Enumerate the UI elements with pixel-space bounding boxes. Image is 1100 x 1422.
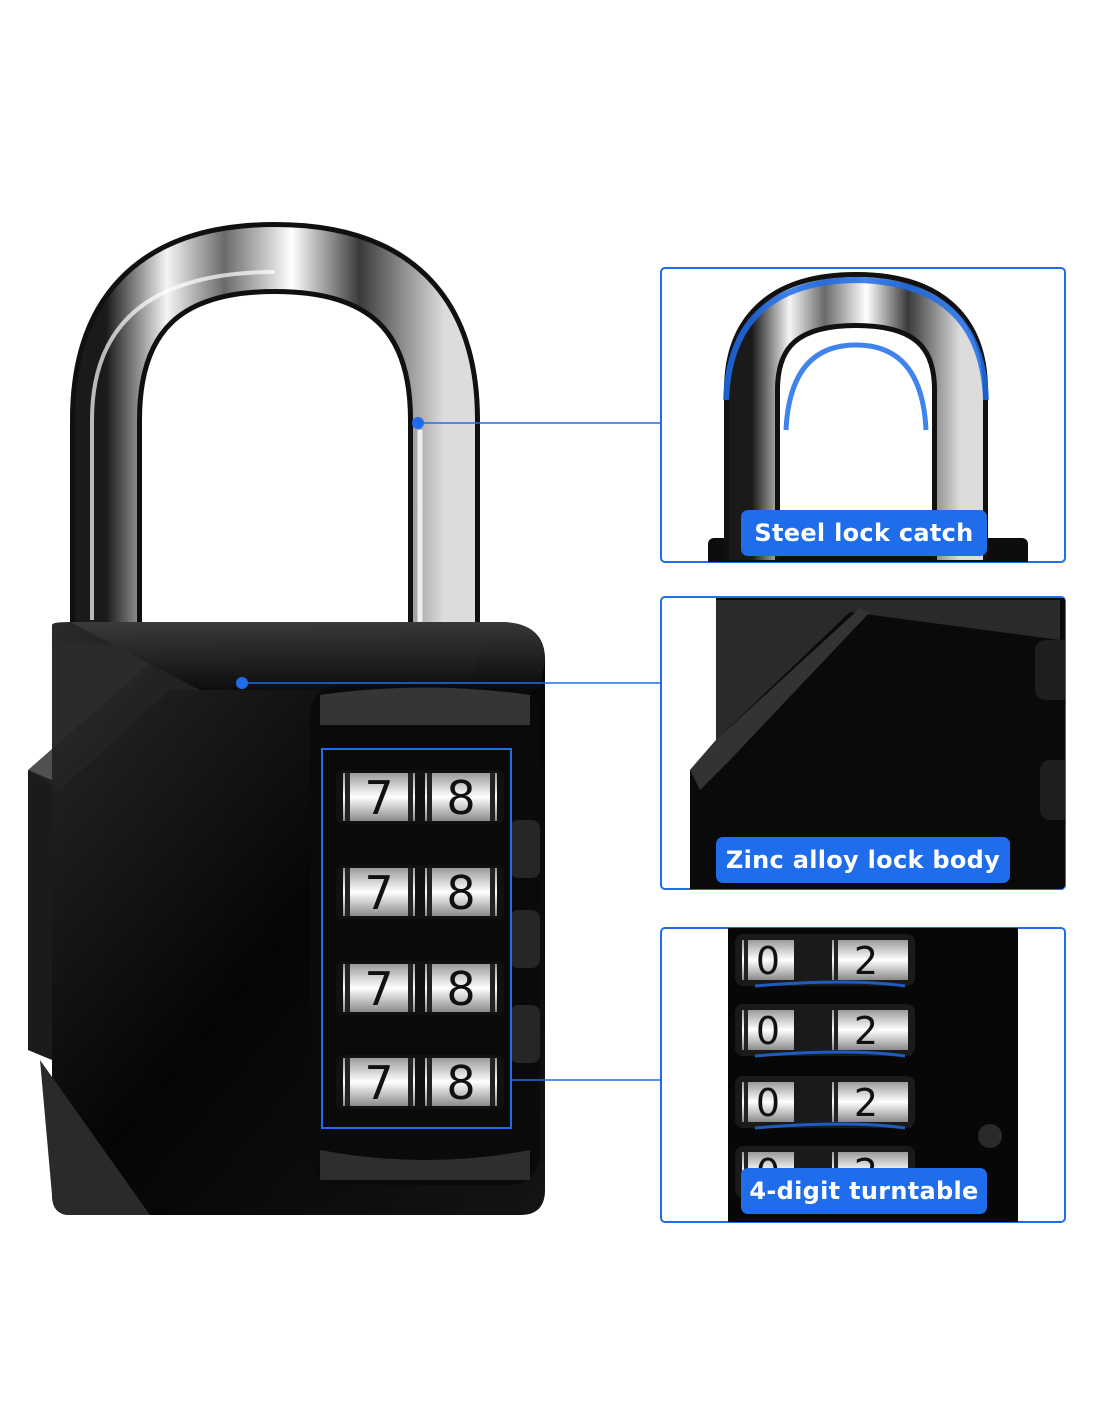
callout-panel-turntable: 02020202: [660, 927, 1066, 1223]
dial-outline: [321, 748, 512, 1129]
steel-shackle: [70, 221, 480, 640]
dial-digit: 8: [446, 962, 475, 1016]
label-zinc-alloy-lock-body: Zinc alloy lock body: [716, 837, 1010, 883]
turntable-digit: 2: [854, 1009, 878, 1053]
dial-digit: 8: [446, 1056, 475, 1110]
dial-digit: 8: [446, 866, 475, 920]
dial-digit: 7: [364, 1056, 393, 1110]
callout-panel-body: [660, 596, 1066, 890]
highlight-arc-outer: [723, 276, 989, 401]
turntable-digit: 0: [756, 1081, 780, 1125]
dial-digit: 7: [364, 771, 393, 825]
dial-digit: 8: [446, 771, 475, 825]
highlight-arc-inner: [783, 342, 929, 431]
turntable-digit: 0: [756, 939, 780, 983]
turntable-digit: 2: [854, 939, 878, 983]
dial-digit: 7: [364, 866, 393, 920]
turntable-digit: 0: [756, 1009, 780, 1053]
callout-leaders: [236, 417, 661, 1081]
label-4-digit-turntable: 4-digit turntable: [741, 1168, 987, 1214]
label-steel-lock-catch: Steel lock catch: [741, 510, 987, 556]
turntable-digit: 2: [854, 1081, 878, 1125]
dial-digit: 7: [364, 962, 393, 1016]
